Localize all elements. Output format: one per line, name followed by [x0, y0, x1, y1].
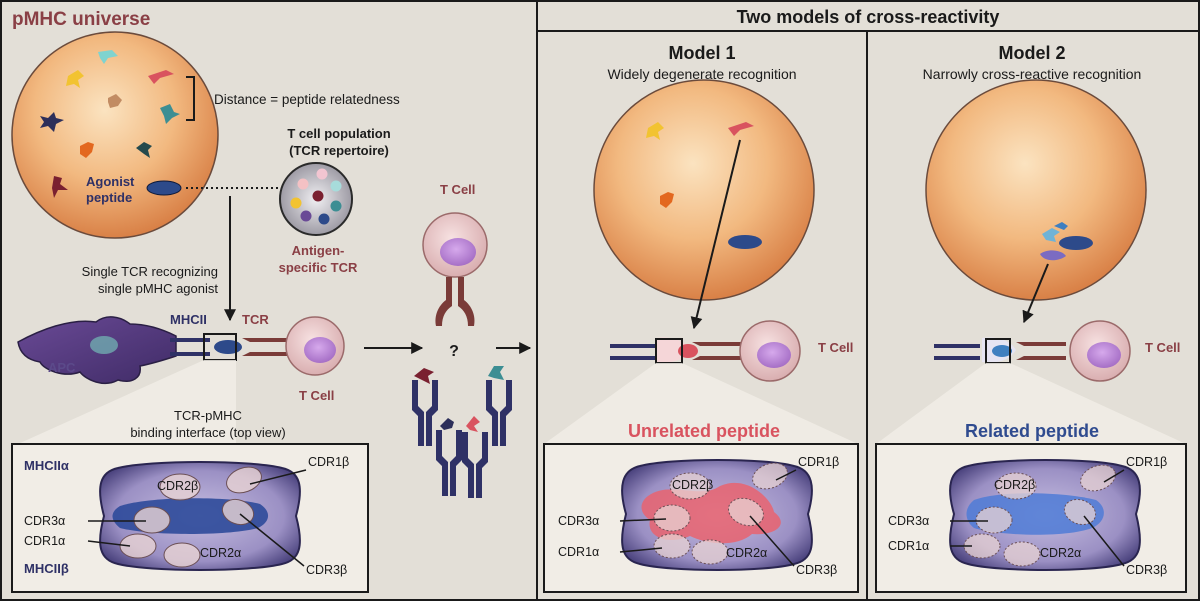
model1-arrow — [690, 139, 741, 330]
model2-inset-cdr1b: CDR1β — [1126, 455, 1167, 469]
model1-inset-cdr2b: CDR2β — [672, 478, 713, 492]
middle-tcell-nucleus — [440, 238, 476, 266]
left-inset-cdr3b-leader — [239, 513, 305, 567]
model1-tcell-nucleus — [757, 342, 791, 368]
antigen-specific-line2: specific TCR — [279, 260, 358, 275]
mhcii-stalk-top — [170, 338, 210, 342]
model1-peptide-label: Unrelated peptide — [628, 421, 780, 441]
left-inset-cdr1b: CDR1β — [308, 455, 349, 469]
model2-inset-cdr1a: CDR1α — [888, 539, 929, 553]
left-tcell-nucleus — [304, 337, 336, 363]
left-inset-cdr1b-leader — [249, 469, 307, 485]
pmhc-universe-title: pMHC universe — [12, 9, 150, 30]
agonist-label-line1: Agonist — [86, 174, 135, 189]
model2-tcr-stalk-bottom — [1016, 356, 1066, 360]
model1-inset-cdr2a: CDR2α — [726, 546, 767, 560]
model2-mhc-stalk-bottom — [934, 356, 980, 360]
tcell-population-line1: T cell population — [287, 126, 390, 141]
model1-subtitle: Widely degenerate recognition — [607, 66, 796, 82]
zoom-cone — [18, 360, 236, 444]
model1-peptide-red — [728, 122, 754, 136]
tcr-stalk-bottom — [242, 352, 290, 356]
model1-mhc-stalk-top — [610, 344, 656, 348]
model1-inset-cdr3a: CDR3α — [558, 514, 599, 528]
model2-subtitle: Narrowly cross-reactive recognition — [923, 66, 1142, 82]
left-inset-cdr1a: CDR1α — [24, 534, 65, 548]
model2-inset-cdr1b-leader — [1103, 469, 1125, 483]
left-inset-cdr3b: CDR3β — [306, 563, 347, 577]
model1-tcr-stalk-bottom — [692, 356, 742, 360]
model2-inset-cdr2b: CDR2β — [994, 478, 1035, 492]
agonist-peptide-shape — [146, 180, 182, 196]
model2-inset-cdr3a: CDR3α — [888, 514, 929, 528]
model2-related-peptides-cluster — [1040, 222, 1093, 261]
model1-peptide-yellow — [646, 122, 664, 140]
tcell-population-line2: (TCR repertoire) — [289, 143, 389, 158]
model2-tcr-stalk-top — [1016, 342, 1066, 346]
mhcii-stalk-bottom — [170, 352, 210, 356]
model1-inset-cdr3b: CDR3β — [796, 563, 837, 577]
model2-related-in-groove — [992, 345, 1012, 357]
model2-mhc-stalk-top — [934, 344, 980, 348]
left-inset-cdr1a-leader — [87, 540, 131, 547]
model2-inset-cdr-loops — [963, 464, 1116, 567]
model2-universe-sphere — [925, 79, 1147, 301]
model1-agonist-peptide — [728, 235, 762, 249]
model1-zoom-cone — [544, 363, 858, 444]
model1-tcr-stalk-top — [692, 342, 742, 346]
model1-universe-sphere — [593, 79, 815, 301]
model1-mhc-stalk-bottom — [610, 356, 656, 360]
model2-inset-cdr3b-leader — [1083, 515, 1125, 567]
right-header-title: Two models of cross-reactivity — [737, 7, 1000, 27]
left-agonist-in-groove — [214, 340, 242, 354]
model1-inset-cdr1a: CDR1α — [558, 545, 599, 559]
left-inset-cdr2b: CDR2β — [157, 479, 198, 493]
apc-nucleus — [90, 336, 118, 354]
distance-bracket — [186, 76, 195, 121]
antigen-specific-line1: Antigen- — [292, 243, 345, 258]
single-tcr-line1: Single TCR recognizing — [82, 264, 218, 279]
single-tcr-line2: single pMHC agonist — [98, 281, 218, 296]
interface-label-line2: binding interface (top view) — [130, 425, 285, 440]
distance-label: Distance = peptide relatedness — [214, 92, 400, 107]
left-inset-cdr2a: CDR2α — [200, 546, 241, 560]
model1-inset-cdr1b: CDR1β — [798, 455, 839, 469]
interface-label-line1: TCR-pMHC — [174, 408, 242, 423]
apc-label: APC — [48, 360, 76, 375]
model1-inset-cdr1b-leader — [775, 469, 797, 481]
model1-inset-cdr3b-leader — [749, 515, 795, 567]
model1-inset-cdr-loops — [653, 462, 788, 565]
left-inset-mhc-beta: MHCIIβ — [24, 561, 69, 576]
model2-arrow — [1022, 263, 1049, 324]
left-tcell-label: T Cell — [299, 388, 334, 403]
model2-peptide-label: Related peptide — [965, 421, 1099, 441]
model2-tcell-label: T Cell — [1145, 340, 1180, 355]
model1-inset-cdr3a-leader — [619, 518, 667, 522]
model1-tcell-label: T Cell — [818, 340, 853, 355]
model2-title: Model 2 — [998, 43, 1065, 63]
tcr-label: TCR — [242, 312, 269, 327]
model2-inset-cdr2a: CDR2α — [1040, 546, 1081, 560]
question-mark: ? — [449, 343, 459, 360]
peptide-shapes — [40, 50, 180, 198]
tcr-stalk-top — [242, 338, 290, 342]
model2-inset-cdr3b: CDR3β — [1126, 563, 1167, 577]
model1-peptide-orange — [660, 192, 674, 208]
model2-zoom-cone — [876, 363, 1186, 444]
tcell-repertoire-dots — [290, 168, 342, 225]
model1-inset-cdr1a-leader — [619, 547, 663, 553]
model1-title: Model 1 — [668, 43, 735, 63]
model2-tcell-nucleus — [1087, 342, 1121, 368]
pmhc-universe-sphere — [11, 31, 219, 239]
mhc-with-peptides-cluster — [412, 366, 512, 498]
left-inset-cdr-loops — [119, 466, 262, 568]
left-inset-cdr3a: CDR3α — [24, 514, 65, 528]
mhcii-label: MHCII — [170, 312, 207, 327]
middle-tcell-label: T Cell — [440, 182, 475, 197]
middle-tcr-receptor — [435, 277, 475, 326]
agonist-label-line2: peptide — [86, 190, 132, 205]
left-inset-mhc-alpha: MHCIIα — [24, 458, 69, 473]
